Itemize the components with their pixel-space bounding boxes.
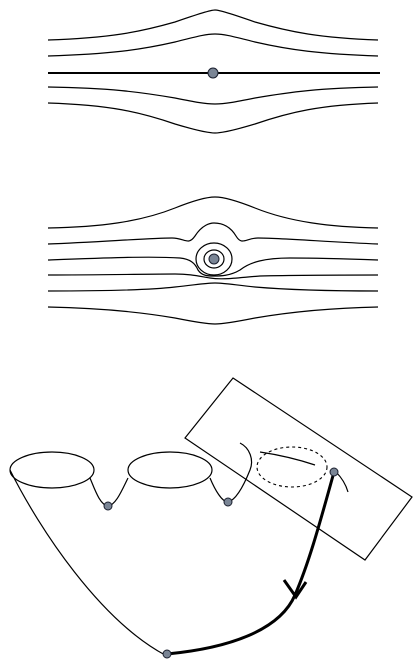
surface-back-edge	[260, 452, 315, 465]
arrowhead	[284, 580, 306, 597]
middle-leaf-6	[48, 307, 378, 324]
left-cuff	[10, 452, 94, 488]
bottom-panel	[10, 378, 412, 658]
middle-leaf-2	[48, 223, 378, 244]
middle-marked-point	[209, 254, 219, 264]
top-marked-point	[208, 68, 218, 78]
middle-panel	[48, 197, 378, 324]
top-leaf-1	[48, 10, 378, 40]
connecting-arc	[167, 472, 334, 654]
middle-leaf-5	[48, 283, 378, 291]
surface-right-edge	[336, 472, 348, 492]
saddle-point-2	[224, 498, 232, 506]
surface-outer-left-edge	[10, 470, 165, 655]
saddle-point-1	[104, 502, 112, 510]
surface-saddle-2	[210, 443, 252, 502]
tilted-plane	[185, 378, 412, 560]
arc-endpoint-bottom	[163, 650, 171, 658]
middle-cuff	[128, 452, 212, 488]
top-leaf-3	[48, 87, 378, 104]
top-panel	[48, 10, 380, 133]
top-leaf-4	[48, 103, 378, 133]
arc-endpoint-top	[330, 468, 338, 476]
